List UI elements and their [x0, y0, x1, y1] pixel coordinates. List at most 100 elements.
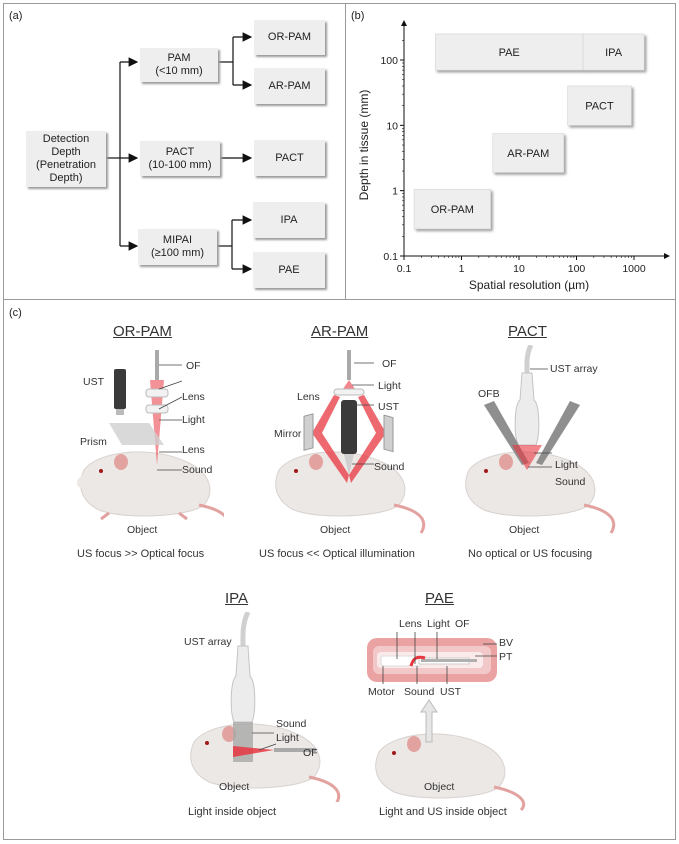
ipa-label-sound: Sound — [276, 718, 307, 730]
resolution-depth-chart: PAE IPA PACT AR-PAM OR-PAM 0.1 1 10 100 1000 0.1 1 1… — [357, 20, 670, 292]
or-pam-label-ust: UST — [83, 376, 104, 388]
mouse-icon — [465, 451, 616, 534]
ust-icon — [114, 369, 126, 409]
range-box-label: PAE — [499, 47, 520, 59]
pae-caption: Light and US inside object — [379, 806, 507, 818]
pact-label-light: Light — [555, 459, 578, 471]
pae-label-sound: Sound — [404, 686, 435, 698]
mouse-icon — [275, 451, 426, 534]
tree-connectors — [105, 32, 253, 274]
or-pam-title: OR-PAM — [113, 323, 172, 340]
or-pam-label-lens2: Lens — [182, 444, 205, 456]
range-box-ipa — [582, 33, 645, 71]
pae-illustration — [367, 632, 526, 812]
x-tick-label: 1000 — [622, 263, 646, 275]
x-tick-label: 0.1 — [397, 263, 412, 275]
x-axis-label: Spatial resolution (µm) — [469, 278, 589, 292]
ipa-caption: Light inside object — [188, 806, 277, 818]
mouse-icon — [77, 451, 224, 521]
node-mipai: MIPAI (≥100 mm) — [138, 229, 217, 265]
panel-b-label: (b) — [351, 10, 365, 22]
panel-a-label: (a) — [9, 10, 23, 22]
range-box-pact — [567, 85, 632, 126]
pact-caption: No optical or US focusing — [468, 548, 593, 560]
ust-array-icon — [230, 645, 256, 723]
range-box-label: IPA — [605, 47, 623, 59]
ust-icon — [341, 400, 357, 454]
leaf-ar-pam: AR-PAM — [254, 68, 325, 104]
ar-pam-title: AR-PAM — [311, 323, 369, 340]
pact-illustration — [465, 345, 616, 534]
ar-pam-label-ust: UST — [378, 401, 399, 413]
range-box-label: OR-PAM — [431, 204, 474, 216]
ar-pam-illustration — [275, 350, 426, 534]
y-tick-label: 100 — [380, 55, 398, 67]
ar-pam-label-of: OF — [382, 358, 397, 370]
or-pam-label-prism: Prism — [80, 436, 107, 448]
pae-label-pt: PT — [499, 651, 513, 663]
pae-label-object: Object — [424, 781, 455, 793]
node-pam: PAM (<10 mm) — [140, 48, 218, 82]
pact-label-object: Object — [509, 524, 540, 536]
panel-a: (a) Detection Depth (Penetration Depth) … — [3, 3, 346, 300]
ar-pam-label-sound: Sound — [374, 461, 405, 473]
x-tick-label: 1 — [459, 263, 465, 275]
node-pact: PACT (10-100 mm) — [140, 141, 220, 176]
or-pam-label-object: Object — [127, 524, 158, 536]
x-axis-arrow — [664, 253, 670, 259]
y-tick-label: 0.1 — [383, 251, 398, 263]
ar-pam-label-light: Light — [378, 380, 401, 392]
pact-label-sound: Sound — [555, 476, 586, 488]
range-box-or-pam — [413, 188, 491, 230]
ar-pam-label-object: Object — [320, 524, 351, 536]
ar-pam-label-lens: Lens — [297, 391, 320, 403]
y-tick-label: 1 — [392, 186, 398, 198]
leaf-pact: PACT — [254, 140, 325, 176]
ipa-label-light: Light — [276, 732, 299, 744]
mouse-icon — [190, 723, 341, 802]
pae-label-light: Light — [427, 618, 450, 630]
leaf-or-pam: OR-PAM — [254, 20, 325, 55]
ipa-label-ust-array: UST array — [184, 636, 232, 648]
ar-pam-caption: US focus << Optical illumination — [259, 548, 415, 560]
pae-label-of: OF — [455, 618, 470, 630]
range-box-ar-pam — [492, 133, 565, 173]
panel-b: (b) PAE IPA PACT AR-PAM OR-PAM 0.1 1 10 100 1000 0… — [345, 3, 676, 300]
pae-label-lens: Lens — [399, 618, 422, 630]
pae-label-motor: Motor — [368, 686, 395, 698]
range-box-pae — [434, 33, 584, 71]
y-axis-label: Depth in tissue (mm) — [357, 90, 371, 201]
panel-c-label: (c) — [9, 307, 22, 319]
or-pam-label-light: Light — [182, 414, 205, 426]
pact-label-ofb: OFB — [478, 388, 500, 400]
ipa-title: IPA — [225, 590, 249, 607]
pae-label-ust: UST — [440, 686, 461, 698]
leaf-ipa: IPA — [253, 202, 325, 238]
ipa-label-object: Object — [219, 781, 250, 793]
y-axis-arrow — [401, 20, 407, 26]
pact-label-ust-array: UST array — [550, 363, 598, 375]
x-tick-label: 100 — [568, 263, 586, 275]
pae-label-bv: BV — [499, 637, 514, 649]
pact-title: PACT — [508, 323, 547, 340]
ipa-label-of: OF — [303, 747, 318, 759]
x-tick-label: 10 — [513, 263, 525, 275]
or-pam-label-sound: Sound — [182, 464, 213, 476]
ar-pam-label-mirror: Mirror — [274, 428, 302, 440]
or-pam-label-lens: Lens — [182, 391, 205, 403]
range-box-label: PACT — [585, 101, 614, 113]
pae-title: PAE — [425, 590, 454, 607]
arrow-up-icon — [420, 699, 438, 743]
mouse-icon — [375, 733, 526, 812]
or-pam-caption: US focus >> Optical focus — [77, 548, 205, 560]
blood-vessel-icon — [367, 638, 497, 682]
or-pam-label-of: OF — [186, 360, 201, 372]
leaf-pae: PAE — [253, 252, 325, 288]
panel-c: (c) OR-PAM OF UST — [3, 299, 676, 840]
ipa-illustration — [190, 612, 341, 802]
ust-array-icon — [514, 372, 540, 446]
range-box-label: AR-PAM — [507, 148, 549, 160]
or-pam-illustration — [77, 350, 224, 521]
y-tick-label: 10 — [386, 120, 398, 132]
root-node: Detection Depth (Penetration Depth) — [26, 131, 106, 187]
